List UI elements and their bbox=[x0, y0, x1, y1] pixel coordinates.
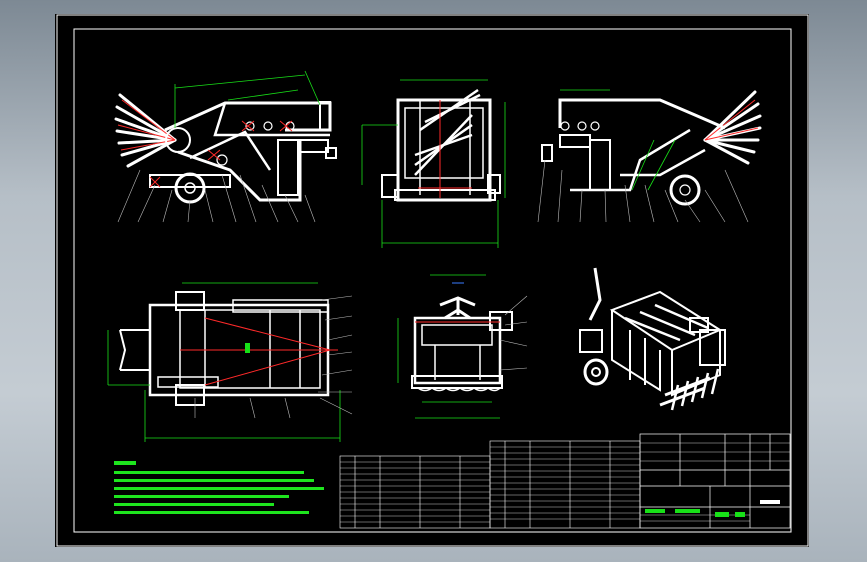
outer-frame bbox=[56, 14, 809, 547]
plan-centerlines bbox=[180, 317, 338, 386]
drawing-sheet bbox=[55, 14, 809, 547]
dim-front bbox=[361, 79, 506, 248]
dim-left bbox=[174, 70, 321, 128]
inner-frame bbox=[73, 28, 792, 533]
rear-view bbox=[397, 274, 528, 419]
iso-wheel bbox=[583, 358, 609, 386]
dim-rear bbox=[397, 274, 500, 419]
title-block bbox=[639, 433, 791, 529]
plan-view bbox=[107, 282, 353, 442]
isometric-view bbox=[579, 267, 726, 411]
tech-notes bbox=[114, 471, 324, 514]
parts-list bbox=[339, 440, 641, 529]
tech-notes-title-mark bbox=[114, 461, 136, 465]
section-marks-left bbox=[149, 120, 293, 188]
side-view-left bbox=[114, 70, 337, 223]
front-view bbox=[361, 79, 506, 248]
leaders-left bbox=[117, 169, 316, 223]
side-view-right bbox=[537, 89, 762, 223]
dim-plan bbox=[107, 282, 341, 442]
wheel-right bbox=[669, 174, 701, 206]
